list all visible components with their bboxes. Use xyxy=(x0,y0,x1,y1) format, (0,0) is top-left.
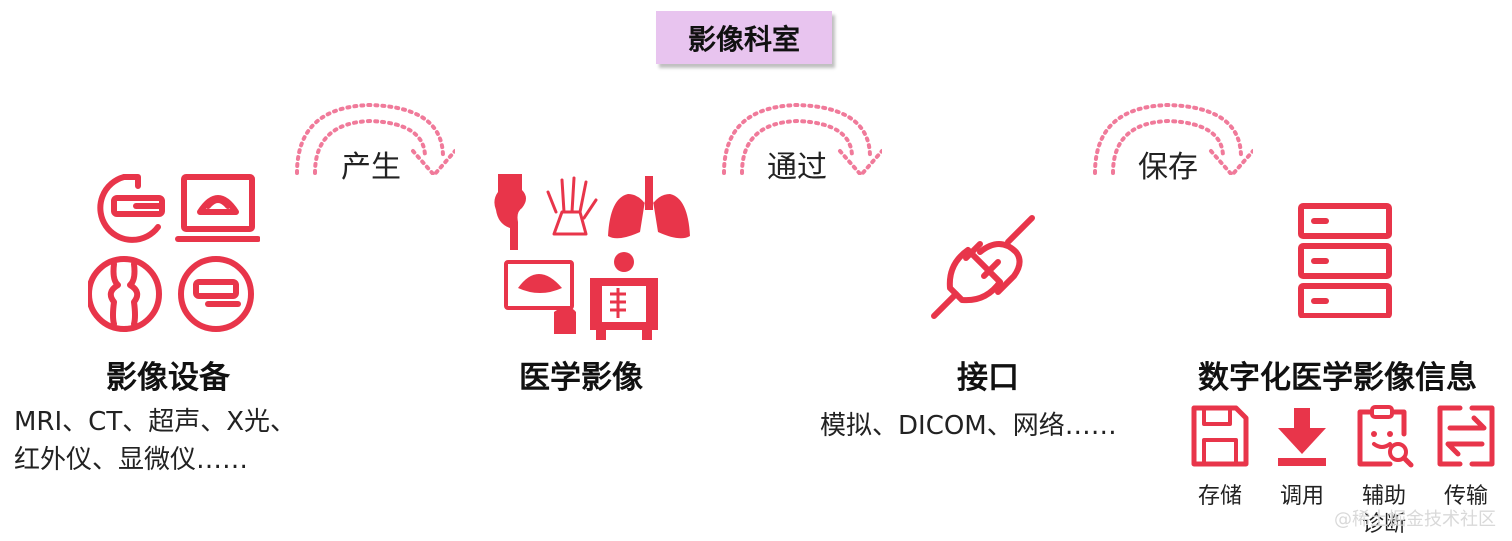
server-icon xyxy=(1298,203,1392,318)
stage-desc-interface: 模拟、DICOM、网络…… xyxy=(820,411,1117,441)
imaging-devices-icon xyxy=(88,174,260,332)
arrow-label-via: 通过 xyxy=(767,150,827,185)
stage-heading-interface: 接口 xyxy=(957,360,1019,396)
function-label-store: 存储 xyxy=(1197,484,1242,509)
section-title: 影像科室 xyxy=(656,11,832,64)
function-label-transfer: 传输 xyxy=(1443,484,1488,509)
stage-desc-devices-line2: 红外仪、显微仪…… xyxy=(14,445,249,475)
function-label-retrieve: 调用 xyxy=(1279,484,1324,509)
stage-desc-devices-line1: MRI、CT、超声、X光、 xyxy=(14,407,297,437)
floppy-disk-icon xyxy=(1191,405,1249,467)
curved-arrow-1 xyxy=(295,102,455,175)
function-label-diagnosis-line1: 辅助 xyxy=(1361,484,1406,509)
arrow-label-produce: 产生 xyxy=(341,150,401,185)
function-label-diagnosis-line2: 诊断 xyxy=(1361,512,1406,537)
watermark: @稀土掘金技术社区 xyxy=(1334,509,1496,530)
arrow-label-save: 保存 xyxy=(1138,150,1198,185)
stage-heading-digital-info: 数字化医学影像信息 xyxy=(1198,360,1477,396)
curved-arrow-3 xyxy=(1093,102,1253,175)
clipboard-search-icon xyxy=(1357,405,1414,468)
transfer-icon xyxy=(1437,405,1495,467)
stage-heading-devices: 影像设备 xyxy=(106,360,230,396)
curved-arrow-2 xyxy=(722,102,882,175)
stage-heading-medical-images: 医学影像 xyxy=(519,360,643,396)
medical-images-icon xyxy=(494,174,690,340)
plug-icon xyxy=(931,215,1035,319)
download-icon xyxy=(1278,408,1326,466)
